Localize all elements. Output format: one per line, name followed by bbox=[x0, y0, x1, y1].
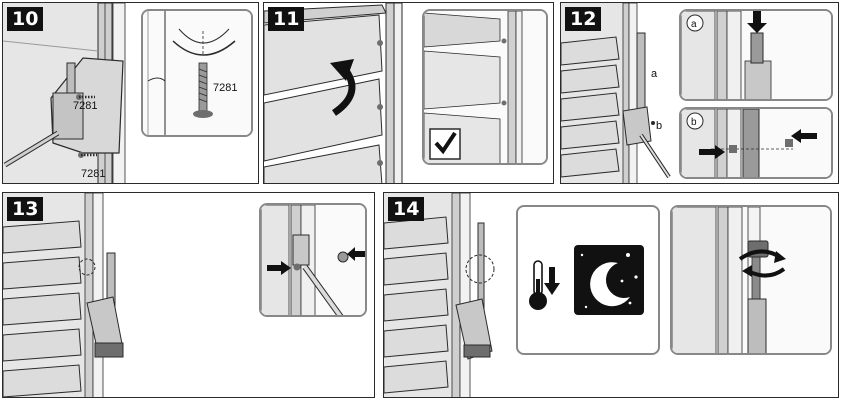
screw-icon bbox=[193, 62, 213, 118]
star-icon bbox=[580, 253, 638, 309]
detail-inset: 7281 bbox=[141, 9, 253, 137]
push-arrow-icon bbox=[267, 261, 291, 275]
step-14-panel: 14 bbox=[383, 192, 839, 398]
checkmark-icon bbox=[434, 131, 457, 155]
detail-inset bbox=[259, 203, 367, 317]
inset-a-label: a bbox=[691, 19, 697, 30]
step-number: 11 bbox=[268, 7, 305, 31]
window-operator-illustration bbox=[384, 193, 495, 397]
step-number: 13 bbox=[7, 197, 44, 221]
window-operator-illustration bbox=[3, 193, 124, 397]
step-13-panel: 13 bbox=[2, 192, 375, 398]
step-12-panel: 12 a b bbox=[560, 2, 839, 184]
screw-label: 7281 bbox=[73, 100, 97, 112]
window-hinge-illustration: 7281 7281 bbox=[3, 3, 126, 183]
part-b-label: b bbox=[656, 120, 662, 132]
step-11-panel: 11 bbox=[263, 2, 554, 184]
step-number: 14 bbox=[388, 197, 425, 221]
moon-icon bbox=[590, 262, 630, 307]
adjustment-inset bbox=[670, 205, 832, 355]
screw-icon bbox=[76, 94, 97, 158]
push-arrow-icon bbox=[544, 267, 560, 295]
detail-inset-a: a bbox=[679, 9, 833, 101]
night-sky-box bbox=[574, 245, 644, 315]
rotate-arrow-icon bbox=[330, 59, 356, 116]
twist-arrow-icon bbox=[738, 249, 786, 278]
push-arrow-icon bbox=[791, 129, 817, 143]
night-temperature-inset bbox=[516, 205, 660, 355]
push-arrow-icon bbox=[699, 145, 725, 159]
part-a-label: a bbox=[651, 68, 658, 80]
detail-inset-b: b bbox=[679, 107, 833, 179]
step-10-panel: 10 7281 7281 bbox=[2, 2, 259, 184]
screw-label: 7281 bbox=[81, 168, 105, 180]
inset-b-label: b bbox=[691, 117, 697, 128]
step-number: 10 bbox=[7, 7, 44, 31]
step-number: 12 bbox=[565, 7, 602, 31]
push-arrow-icon bbox=[347, 247, 365, 261]
detail-inset bbox=[422, 9, 548, 165]
push-arrow-icon bbox=[747, 11, 767, 33]
window-operator-illustration: a b bbox=[561, 3, 671, 183]
screw-label: 7281 bbox=[213, 82, 237, 94]
thermometer-icon bbox=[529, 260, 547, 310]
